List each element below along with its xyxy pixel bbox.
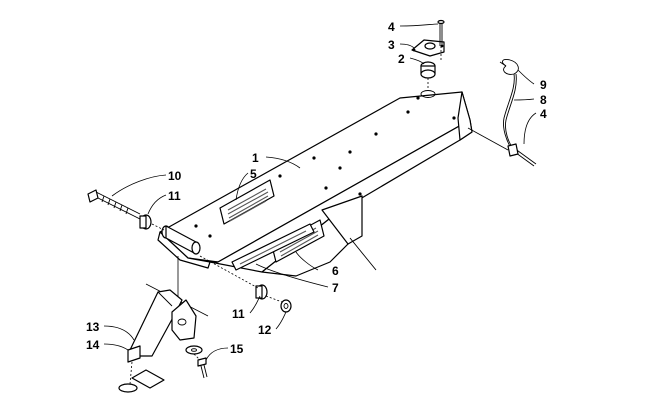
callout-15: 15	[230, 342, 244, 356]
decal-top	[219, 179, 275, 225]
callout-9: 9	[540, 78, 547, 92]
washer	[185, 345, 203, 355]
callout-6: 6	[332, 264, 339, 278]
callout-8: 8	[540, 93, 547, 107]
callout-4-top: 4	[388, 20, 395, 34]
leader-lines	[103, 23, 537, 361]
decal-strip	[231, 223, 315, 271]
callout-1: 1	[252, 151, 259, 165]
callout-5: 5	[250, 167, 257, 181]
callout-12: 12	[258, 323, 272, 337]
pin	[197, 357, 208, 379]
lower-bracket	[127, 289, 197, 363]
top-screw	[437, 19, 445, 46]
callout-3: 3	[388, 38, 395, 52]
callout-labels: 1 2 3 4 4 5 6 7 8 9 10 11 11 12 13 14 15	[86, 20, 547, 356]
bottom-washer	[118, 383, 138, 393]
bushing-upper	[139, 214, 152, 230]
callout-11-lower: 11	[232, 307, 245, 321]
bushing-lower	[255, 284, 268, 300]
grommet	[420, 61, 436, 79]
side-screw	[507, 143, 537, 167]
base-plate	[157, 90, 473, 277]
callout-11-upper: 11	[168, 189, 181, 203]
cable-assembly	[499, 59, 519, 151]
mounting-bracket	[411, 39, 445, 57]
callout-14: 14	[86, 338, 100, 352]
callout-10: 10	[168, 169, 182, 183]
pivot-tube	[161, 225, 201, 255]
callout-4-side: 4	[540, 107, 547, 121]
callout-2: 2	[398, 52, 405, 66]
lock-nut	[280, 299, 292, 313]
long-bolt	[87, 189, 143, 221]
foot-pad	[131, 369, 165, 389]
callout-7: 7	[332, 281, 339, 295]
callout-13: 13	[86, 320, 100, 334]
